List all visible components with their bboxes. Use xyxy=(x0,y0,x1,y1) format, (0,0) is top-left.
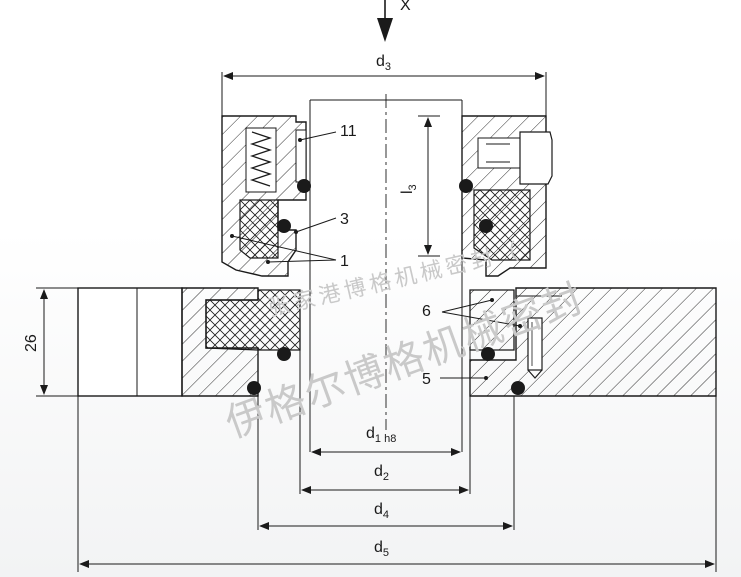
rotating-unit-left xyxy=(221,115,307,277)
dim-height: 26 xyxy=(23,334,40,352)
seat-right xyxy=(469,289,515,351)
view-label: X xyxy=(400,0,411,14)
part-1: 1 xyxy=(340,253,349,270)
dimension-lines xyxy=(36,72,717,572)
dim-d5: d5 xyxy=(374,539,389,559)
seat-left xyxy=(205,289,301,351)
dim-d1: d1 h8 xyxy=(366,425,396,445)
part-6: 6 xyxy=(422,303,431,320)
dim-d3: d3 xyxy=(376,53,391,73)
part-5: 5 xyxy=(422,371,431,388)
o-rings xyxy=(247,179,525,395)
dim-d2: d2 xyxy=(374,463,389,483)
shaft xyxy=(309,94,463,452)
view-arrow: X xyxy=(377,0,411,42)
dim-l3: l3 xyxy=(399,184,419,194)
set-screw xyxy=(527,317,543,379)
leader-lines xyxy=(231,131,521,379)
dim-d4: d4 xyxy=(374,501,389,521)
rotating-unit-right xyxy=(461,115,553,277)
leader-dots xyxy=(230,138,522,380)
part-11: 11 xyxy=(340,123,357,140)
part-3: 3 xyxy=(340,211,349,228)
